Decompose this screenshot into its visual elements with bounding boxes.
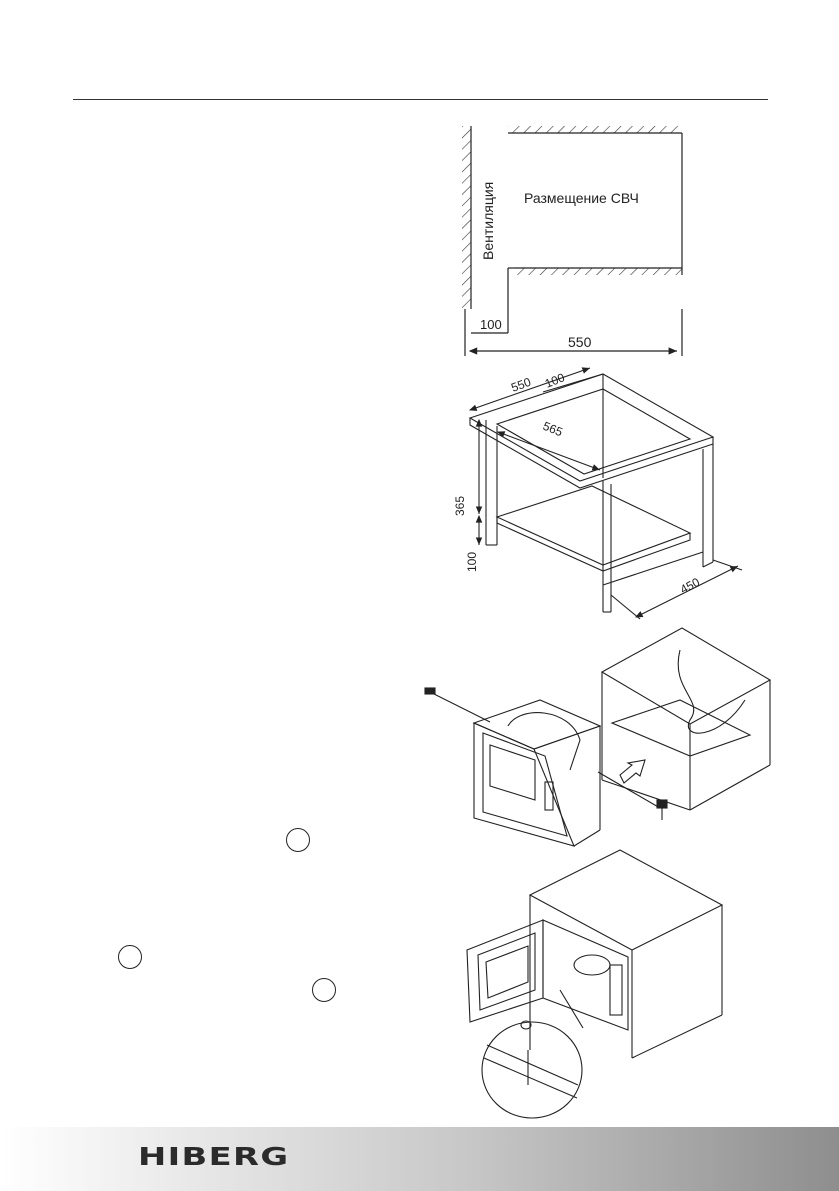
installed-microwave-diagram	[466, 849, 724, 1119]
dimension-450-side: 450	[678, 575, 703, 597]
dimension-100-base: 100	[465, 552, 479, 572]
room-label: Размещение СВЧ	[524, 190, 639, 206]
callout-marker	[286, 828, 310, 852]
dimension-365-height: 365	[453, 496, 467, 516]
dimension-550-top: 550	[509, 375, 533, 395]
dimension-550-plan: 550	[568, 334, 592, 350]
hiberg-logo: HIBERG	[138, 1142, 290, 1171]
callout-marker	[118, 945, 142, 969]
dimension-565-depth: 565	[541, 419, 565, 440]
dimension-100-top: 100	[543, 370, 567, 391]
ventilation-label: Вентиляция	[480, 182, 496, 260]
page-footer-band	[0, 1127, 839, 1191]
callout-marker	[312, 978, 336, 1002]
placement-plan-diagram	[462, 126, 683, 356]
microwave-insertion-diagram	[424, 627, 772, 847]
cabinet-dimension-diagram	[468, 367, 743, 620]
dimension-100-plan: 100	[480, 317, 502, 332]
header-rule	[73, 99, 768, 100]
